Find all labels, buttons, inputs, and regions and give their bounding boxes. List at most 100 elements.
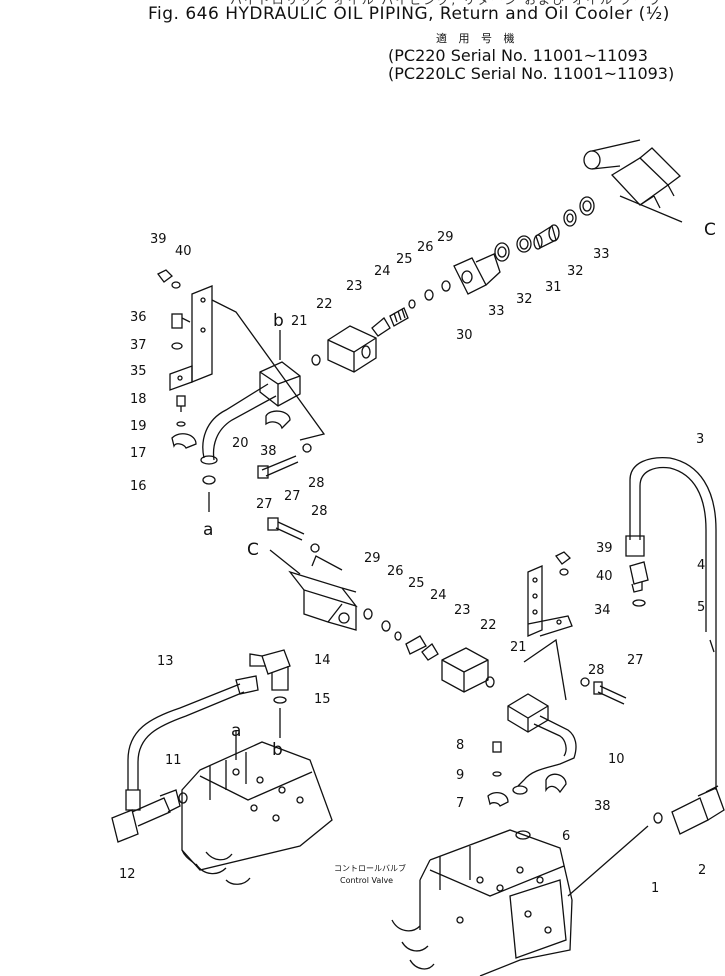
callout-19: 19 — [130, 419, 147, 434]
callout-5: 5 — [697, 600, 705, 615]
washer-28-lower — [580, 677, 590, 687]
bracket-34 — [523, 565, 573, 701]
callout-24-upper: 24 — [374, 264, 391, 279]
fitting-33-b — [494, 242, 510, 262]
callout-39-lower: 39 — [596, 541, 613, 556]
bolt-8 — [492, 741, 502, 753]
leader-c-upper — [619, 195, 683, 223]
callout-8: 8 — [456, 738, 464, 753]
callout-6: 6 — [562, 829, 570, 844]
figure-title: Fig. 646 HYDRAULIC OIL PIPING, Return an… — [148, 4, 670, 24]
callout-2: 2 — [698, 863, 706, 878]
oring-1 — [653, 812, 663, 824]
callout-18: 18 — [130, 392, 147, 407]
callout-33-a: 33 — [593, 247, 610, 262]
oring-26 — [424, 289, 434, 301]
callout-3: 3 — [696, 432, 704, 447]
ring-25-lower — [394, 631, 402, 641]
hose-13 — [125, 675, 259, 811]
callout-35: 35 — [130, 364, 147, 379]
washer-19 — [176, 421, 186, 427]
pipe-10 — [507, 693, 577, 795]
callout-13: 13 — [157, 654, 174, 669]
callout-11: 11 — [165, 753, 182, 768]
callout-4: 4 — [697, 558, 705, 573]
callout-22-lower: 22 — [480, 618, 497, 633]
hose-3 — [625, 456, 717, 790]
connector-2 — [671, 785, 725, 835]
callout-29-lower: 29 — [364, 551, 381, 566]
japanese-title: ハイドロリック オイル パイピング, リターン および オイル クーラ — [230, 0, 662, 7]
pipe-20 — [200, 361, 301, 465]
callout-40-upper: 40 — [175, 244, 192, 259]
oring-21-lower — [485, 676, 495, 688]
control-valve-label-jp: コントロールバルブ — [334, 863, 406, 873]
callout-9: 9 — [456, 768, 464, 783]
bracket-35 — [169, 285, 326, 441]
oring-29 — [441, 280, 451, 292]
callout-31: 31 — [545, 280, 562, 295]
callout-20: 20 — [232, 436, 249, 451]
callout-38-lower: 38 — [594, 799, 611, 814]
fitting-32-a — [563, 209, 577, 227]
elbow-12 — [111, 789, 181, 843]
washer-28-b — [310, 543, 320, 553]
control-valve-label-en: Control Valve — [340, 876, 393, 885]
block-22-lower — [441, 647, 489, 693]
callout-14: 14 — [314, 653, 331, 668]
callout-40-lower: 40 — [596, 569, 613, 584]
callout-22-upper: 22 — [316, 297, 333, 312]
callout-23-lower: 23 — [454, 603, 471, 618]
oring-5 — [632, 599, 646, 607]
flange-30 — [453, 253, 501, 295]
callout-34: 34 — [594, 603, 611, 618]
pipe-line-to-valve — [567, 825, 649, 897]
bolt-18 — [176, 395, 186, 412]
oring-26-lower — [381, 620, 391, 632]
callout-10: 10 — [608, 752, 625, 767]
callout-17: 17 — [130, 446, 147, 461]
callout-24-lower: 24 — [430, 588, 447, 603]
callout-a-lower: a — [231, 721, 241, 741]
fitting-31 — [533, 224, 560, 250]
callout-b-upper: b — [273, 311, 284, 331]
oring-15 — [273, 696, 287, 704]
callout-27-a: 27 — [256, 497, 273, 512]
elbow-14 — [249, 649, 291, 691]
applicability-label: 適 用 号 機 — [436, 32, 519, 45]
callout-7: 7 — [456, 796, 464, 811]
callouts-upper: 39 40 36 37 35 18 19 17 16 a b 21 22 23 … — [130, 220, 716, 540]
callout-28-a: 28 — [308, 476, 325, 491]
callout-38-upper: 38 — [260, 444, 277, 459]
callout-32-b: 32 — [516, 292, 533, 307]
washer-9 — [492, 771, 502, 777]
bolt-36 — [171, 313, 191, 329]
callout-1: 1 — [651, 881, 659, 896]
callout-c-lower: C — [247, 540, 259, 560]
serial-range-pc220lc: (PC220LC Serial No. 11001~11093) — [388, 64, 675, 83]
callout-36: 36 — [130, 310, 147, 325]
callout-32-a: 32 — [567, 264, 584, 279]
callout-21-upper: 21 — [291, 314, 308, 329]
control-valve-right — [391, 829, 573, 976]
callout-23-upper: 23 — [346, 279, 363, 294]
clamp-17 — [171, 433, 197, 449]
callout-a-upper: a — [203, 520, 213, 540]
clamp-38-lower — [545, 773, 567, 794]
cooler-pipe-lower — [288, 555, 358, 631]
callout-39-upper: 39 — [150, 232, 167, 247]
block-22-upper — [327, 325, 377, 373]
poppet-23 — [371, 317, 391, 337]
washer-28-a — [302, 443, 312, 453]
callout-28-lower: 28 — [588, 663, 605, 678]
callout-16: 16 — [130, 479, 147, 494]
callout-c-upper: C — [704, 220, 716, 240]
oring-11 — [178, 792, 188, 804]
oring-29-lower — [363, 608, 373, 620]
cooler-pipe-upper — [583, 139, 681, 209]
callout-12: 12 — [119, 867, 136, 882]
fitting-32-b — [516, 235, 532, 253]
callouts-lower: C 29 26 25 24 23 22 21 39 40 34 4 5 3 13… — [119, 432, 706, 896]
callout-b-lower: b — [272, 740, 283, 760]
